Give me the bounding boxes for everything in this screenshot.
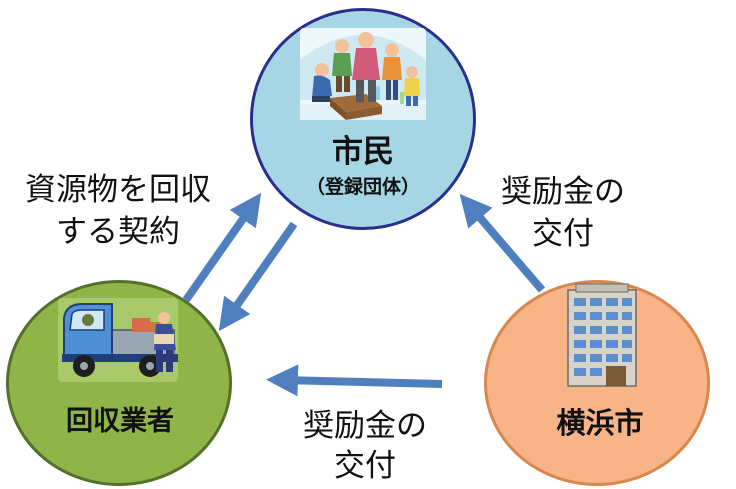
city-title: 横浜市 <box>556 406 644 440</box>
grant-to-citizens-line1: 奨励金の <box>501 174 625 210</box>
citizens-title: 市民 <box>332 134 394 170</box>
contract-label-line1: 資源物を回収 <box>25 172 211 208</box>
arrow-city-to-citizens <box>459 193 546 293</box>
contract-label-line2: する契約 <box>56 214 180 250</box>
collector-title: 回収業者 <box>66 406 174 437</box>
arrow-citizens-to-collector <box>218 221 298 332</box>
recycling-truck-illustration <box>58 298 178 382</box>
grant-to-collector-line1: 奨励金の <box>303 408 427 444</box>
grant-to-collector-line2: 交付 <box>334 448 396 484</box>
arrow-city-to-collector <box>266 364 443 397</box>
arrow-collector-to-citizens <box>182 192 262 303</box>
citizens-subtitle: （登録団体） <box>305 176 420 198</box>
family-recycling-illustration <box>300 28 426 120</box>
city-hall-building-illustration <box>567 283 637 387</box>
grant-to-citizens-line2: 交付 <box>532 216 594 252</box>
